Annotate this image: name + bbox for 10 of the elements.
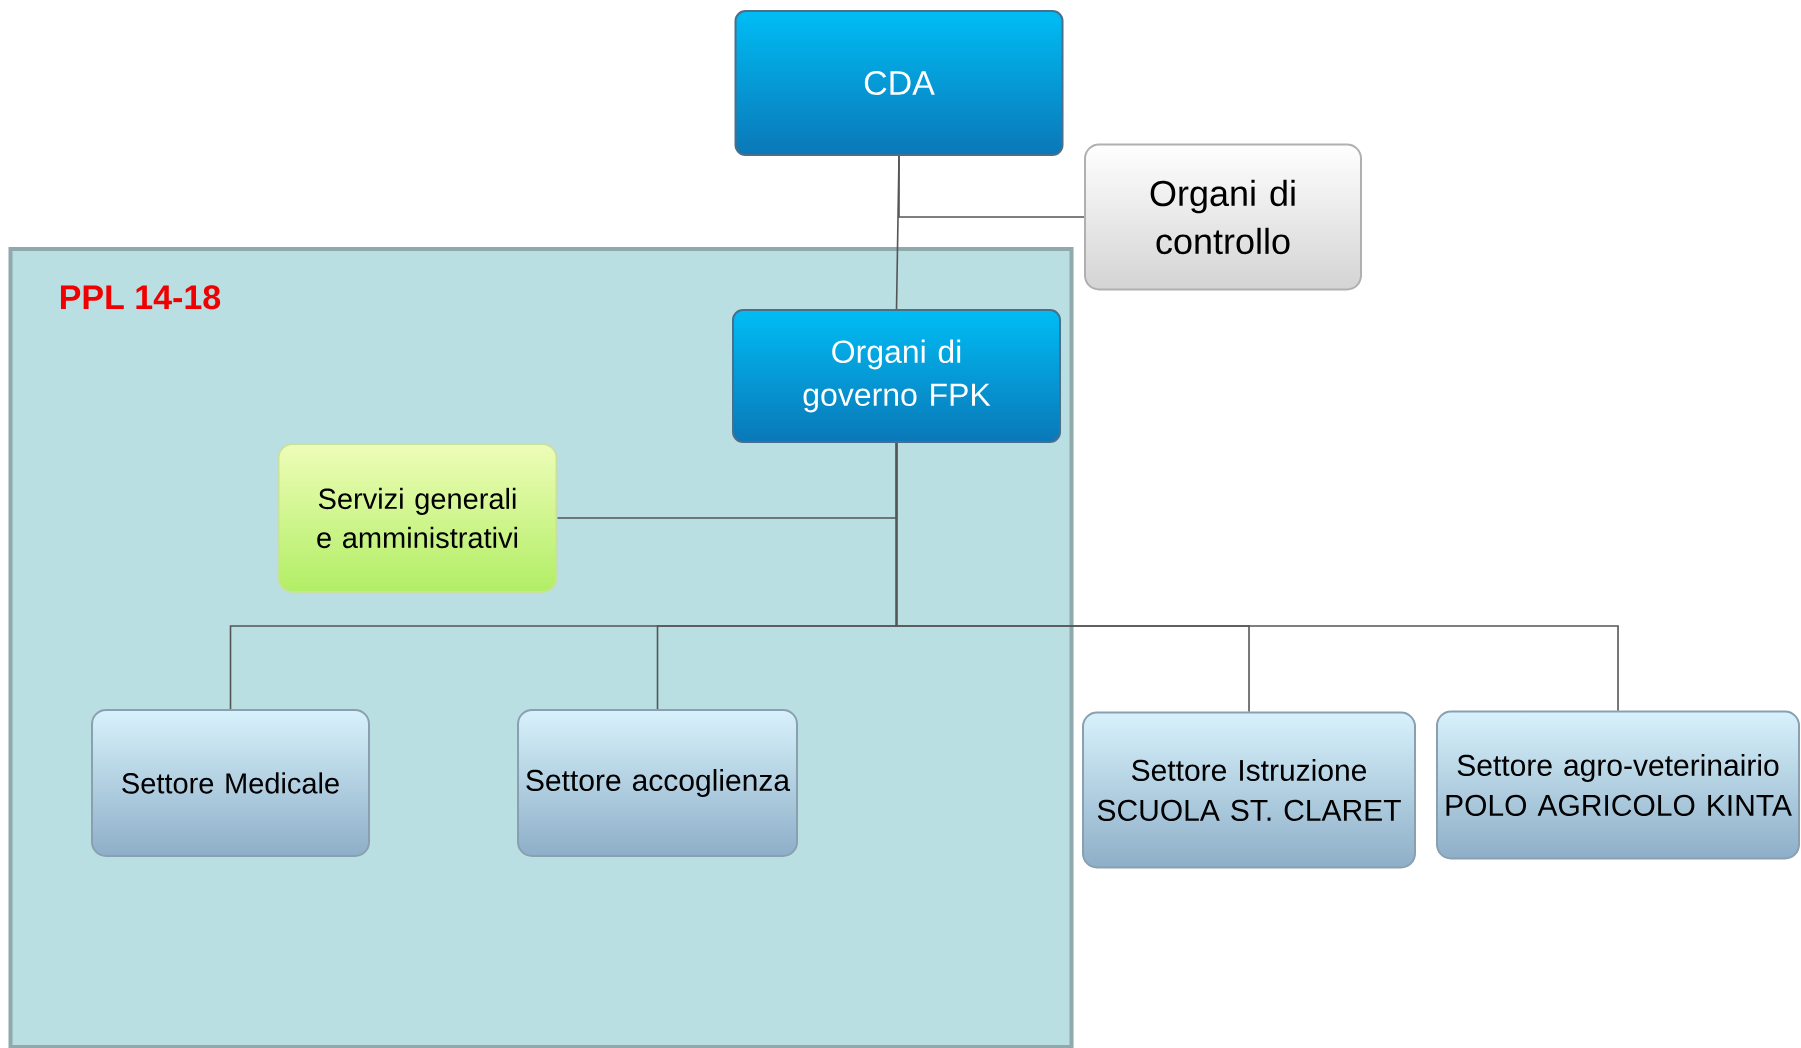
box: Settore accoglienza — [517, 709, 798, 857]
box: Settore Medicale — [91, 709, 370, 857]
box: Settore Istruzione SCUOLA ST. CLARET — [1082, 711, 1416, 869]
box: Servizi generali e amministrativi — [277, 443, 558, 593]
connector-line — [895, 155, 900, 310]
connector-line — [895, 442, 1619, 712]
box: Organi di governo FPK — [732, 309, 1061, 443]
box: Settore agro-veterinairio POLO AGRICOLO KINTA — [1436, 710, 1800, 860]
box: CDA — [734, 10, 1064, 156]
box: Organi di controllo — [1084, 143, 1362, 291]
